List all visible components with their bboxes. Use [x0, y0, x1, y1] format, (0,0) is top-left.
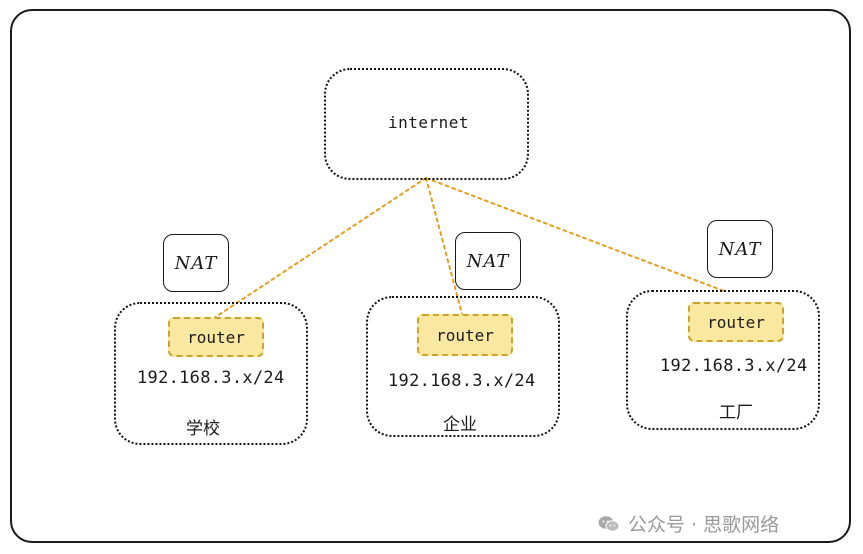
subnet-school: 192.168.3.x/24	[137, 368, 285, 388]
internet-label: internet	[388, 113, 470, 132]
nat-label-school: NAT	[163, 234, 229, 292]
site-name-enterprise: 企业	[443, 415, 477, 435]
site-node-enterprise	[366, 296, 560, 437]
site-name-factory: 工厂	[719, 403, 753, 423]
link-internet-school	[213, 177, 427, 319]
router-factory: router	[688, 302, 784, 342]
link-internet-enterprise	[425, 177, 463, 315]
subnet-enterprise: 192.168.3.x/24	[388, 371, 536, 391]
nat-label-enterprise: NAT	[455, 232, 521, 290]
watermark-text: 公众号 · 思歌网络	[628, 514, 780, 536]
watermark: 公众号 · 思歌网络	[598, 510, 779, 537]
nat-label-factory: NAT	[707, 220, 773, 278]
wechat-icon	[598, 515, 620, 532]
internet-node	[324, 68, 529, 180]
link-internet-factory	[425, 177, 725, 292]
router-enterprise: router	[417, 314, 513, 356]
site-node-factory	[626, 290, 820, 430]
router-school: router	[168, 317, 264, 357]
site-node-school	[114, 302, 308, 445]
site-name-school: 学校	[186, 419, 220, 439]
subnet-factory: 192.168.3.x/24	[660, 356, 808, 376]
